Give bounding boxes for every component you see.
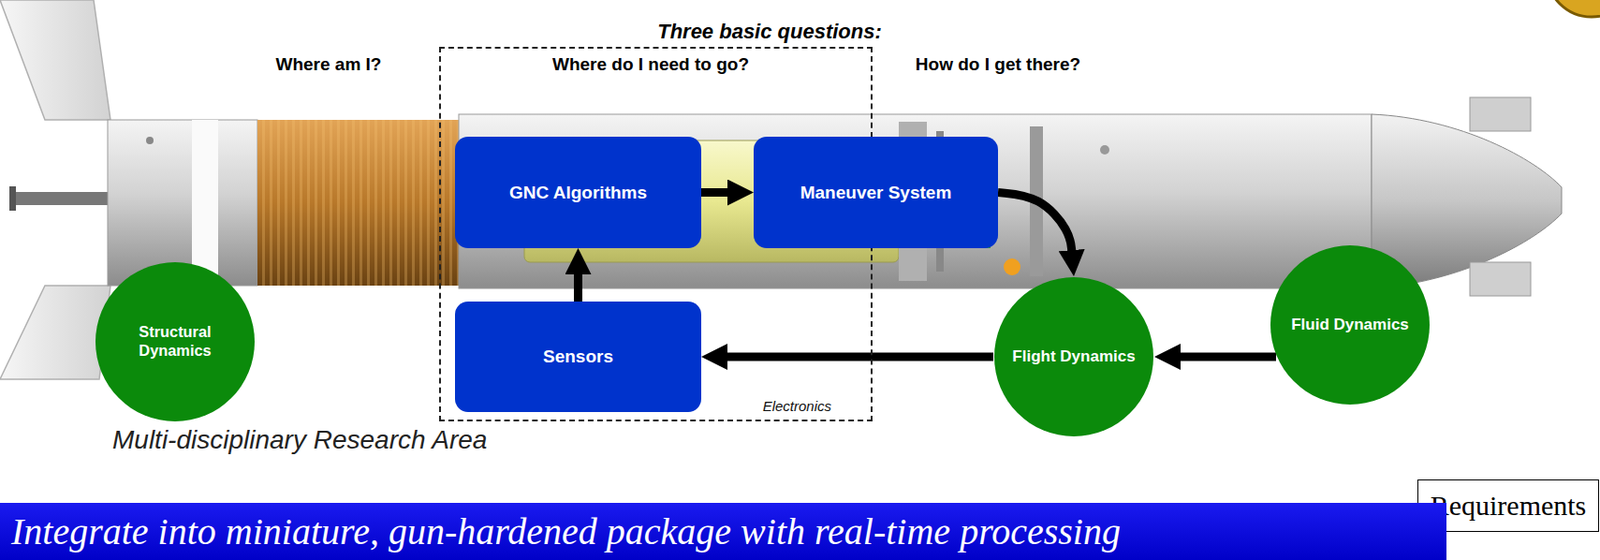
- motor-grain: [257, 119, 459, 286]
- tail-fin: [0, 285, 111, 380]
- node-label: Maneuver System: [800, 182, 953, 204]
- circle-fill: [994, 277, 1154, 437]
- process-box: GNC Algorithms: [455, 136, 702, 249]
- tail-band: [191, 119, 219, 286]
- tail-probe: [11, 191, 113, 206]
- discipline-circle: Fluid Dynamics: [1269, 244, 1431, 406]
- node-label: Fluid Dynamics: [1291, 315, 1410, 335]
- canard: [1469, 262, 1531, 296]
- discipline-circle: Structural Dynamics: [94, 261, 256, 423]
- diagram-title: Three basic questions:: [657, 19, 882, 45]
- tail-fin: [0, 0, 111, 120]
- process-box: Maneuver System: [753, 136, 999, 249]
- component: [1003, 258, 1021, 276]
- group-label: Electronics: [763, 397, 832, 414]
- question-label: Where am I?: [276, 54, 382, 75]
- tail-hole: [146, 136, 154, 145]
- question-label: How do I get there?: [915, 54, 1081, 75]
- discipline-circle: Flight Dynamics: [993, 276, 1155, 438]
- node-label: Integrate into miniature, gun-hardened p…: [11, 509, 1121, 554]
- flow-arrow: [701, 188, 730, 197]
- nose-cone: [1371, 114, 1562, 289]
- motor-section: [257, 119, 459, 286]
- node-label: Flight Dynamics: [1012, 347, 1135, 367]
- logo-seal: [1546, 0, 1600, 17]
- node-label: Structural Dynamics: [104, 322, 246, 360]
- flow-arrow: [725, 352, 994, 362]
- electronics-group: ElectronicsGNC AlgorithmsManeuver System…: [439, 46, 873, 422]
- node-label: Sensors: [543, 346, 614, 367]
- canard: [1469, 97, 1531, 132]
- circle-fill: [1270, 245, 1430, 405]
- node-label: GNC Algorithms: [509, 182, 647, 204]
- process-box: Sensors: [455, 301, 702, 412]
- flow-arrow: [573, 272, 583, 302]
- circle-fill: [95, 262, 255, 422]
- tail-probe-tip: [9, 186, 16, 211]
- screw: [1100, 145, 1110, 155]
- tail-section: [107, 119, 258, 286]
- node-label: Requirements: [1430, 489, 1587, 522]
- question-label: Where do I need to go?: [552, 54, 749, 75]
- area-caption: Multi-disciplinary Research Area: [112, 425, 487, 456]
- flow-arrow: [998, 192, 1072, 253]
- flow-arrow: [1178, 352, 1277, 362]
- banner-band: Integrate into miniature, gun-hardened p…: [0, 502, 1447, 560]
